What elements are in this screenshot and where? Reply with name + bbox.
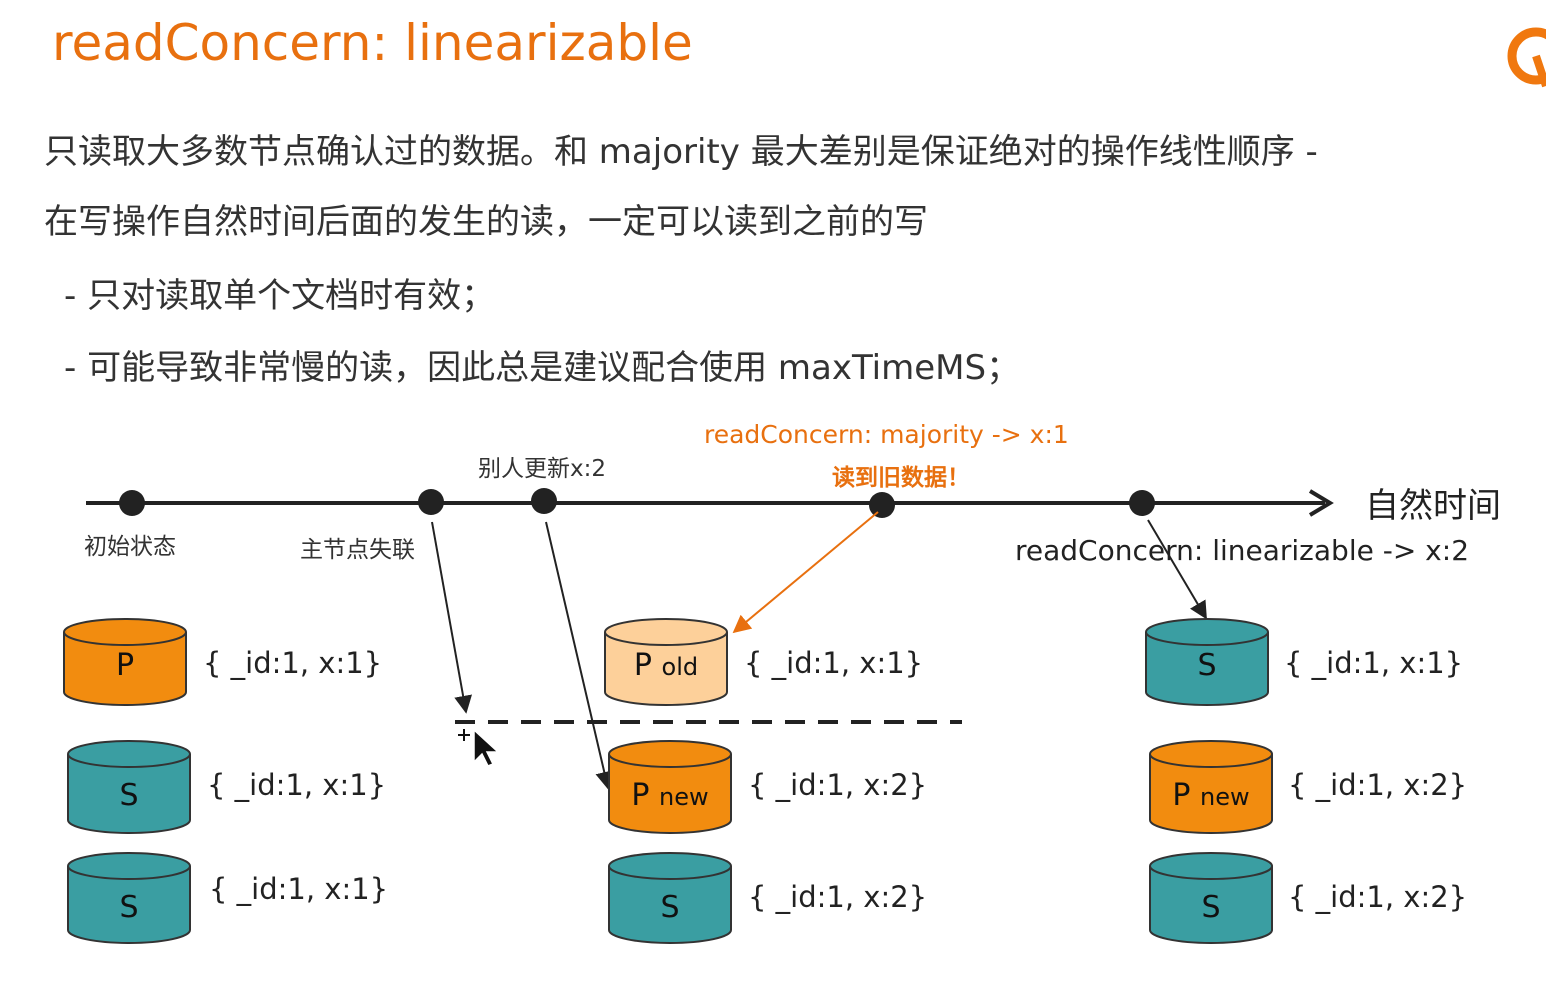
description-line-2: 在写操作自然时间后面的发生的读，一定可以读到之前的写 [44,202,928,242]
doc-group3-secondary-2: { _id:1, x:2} [1288,880,1468,914]
node-group3-new-primary: P new [1149,740,1273,834]
cylinder-body [67,754,191,834]
event-dot-update [531,488,557,514]
event-dot-initial [119,490,145,516]
doc-group2-new-primary: { _id:1, x:2} [748,768,928,802]
mouse-cursor-icon [458,728,500,767]
event-label-update: 别人更新x:2 [478,456,606,482]
cylinder-top [1145,618,1269,646]
node-role: S [1201,890,1221,925]
cylinder-body [608,754,732,834]
event-note-stale-read: 读到旧数据！ [832,465,970,491]
node-group1-primary: P [63,618,187,706]
event-dot-majority-read [869,492,895,518]
cylinder-top [63,618,187,646]
node-group3-secondary-2: S [1149,852,1273,944]
brand-logo-icon [1506,24,1546,92]
doc-group3-new-primary: { _id:1, x:2} [1288,768,1468,802]
doc-group1-primary: { _id:1, x:1} [203,646,383,680]
node-role: S [119,890,139,925]
node-role: S [1197,648,1217,683]
cylinder-top [608,852,732,880]
arrow-majority-read [732,511,879,634]
event-label-linearizable-read: readConcern: linearizable -> x:2 [1015,534,1470,567]
description-line-1: 只读取大多数节点确认过的数据。和 majority 最大差别是保证绝对的操作线性… [44,132,1318,172]
cylinder-body [63,632,187,706]
cylinder-body [67,866,191,944]
node-group2-secondary: S [608,852,732,944]
doc-group1-secondary-1: { _id:1, x:1} [207,768,387,802]
cylinder-body [604,632,728,706]
arrow-linearizable-read [1147,519,1207,620]
cylinder-body [1149,754,1273,834]
bullet-slow-read: - 可能导致非常慢的读，因此总是建议配合使用 maxTimeMS； [64,348,1021,388]
node-group2-new-primary: P new [608,740,732,834]
node-group3-secondary: S [1145,618,1269,706]
node-role: P [1172,778,1191,813]
cylinder-top [67,740,191,768]
cylinder-top [67,852,191,880]
cylinder-body [1145,632,1269,706]
doc-group2-secondary: { _id:1, x:2} [748,880,928,914]
node-group1-secondary-2: S [67,852,191,944]
event-label-majority-read: readConcern: majority -> x:1 [704,420,1069,449]
cylinder-top [608,740,732,768]
event-dot-primary-lost [418,489,444,515]
doc-group1-secondary-2: { _id:1, x:1} [209,872,389,906]
event-label-primary-lost: 主节点失联 [300,537,415,563]
arrow-primary-lost [431,521,473,714]
node-group1-secondary-1: S [67,740,191,834]
node-role: P [633,648,652,683]
doc-group3-secondary: { _id:1, x:1} [1284,646,1464,680]
bullet-single-document: - 只对读取单个文档时有效； [64,276,496,316]
cylinder-top [1149,740,1273,768]
event-dot-linearizable-read [1129,490,1155,516]
node-tag: new [659,783,709,811]
cylinder-top [1149,852,1273,880]
cylinder-body [608,866,732,944]
axis-label-natural-time: 自然时间 [1365,486,1501,526]
node-role: S [660,890,680,925]
doc-group2-old-primary: { _id:1, x:1} [744,646,924,680]
arrow-update-to-new-primary [545,521,614,790]
slide-title: readConcern: linearizable [52,14,693,72]
cylinder-body [1149,866,1273,944]
node-role: P [631,778,650,813]
cylinder-top [604,618,728,646]
node-tag: new [1200,783,1250,811]
node-role: S [119,778,139,813]
timeline-arrowhead [1308,489,1334,517]
node-group2-old-primary: P old [604,618,728,706]
node-tag: old [661,653,699,681]
node-role: P [115,648,135,683]
event-label-initial: 初始状态 [84,534,176,560]
